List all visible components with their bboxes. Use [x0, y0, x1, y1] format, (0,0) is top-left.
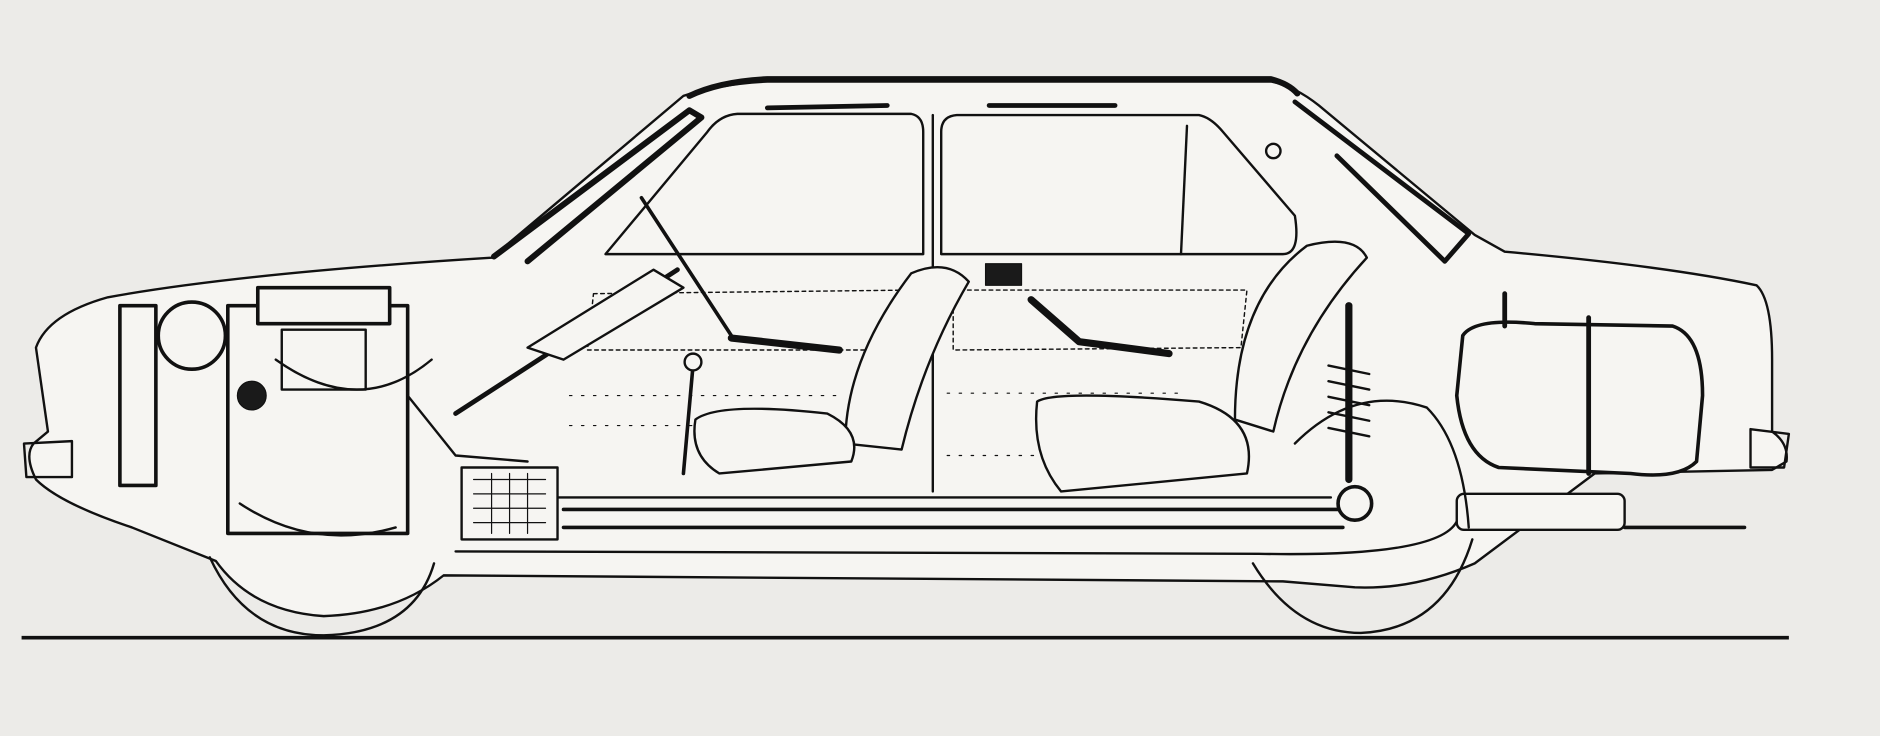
rear-bumper	[1749, 427, 1791, 469]
rear-vent	[984, 263, 1023, 286]
front-side-window	[604, 112, 925, 256]
steering-wheel	[639, 195, 734, 338]
rear-pillar	[1292, 99, 1472, 264]
coil-spring	[1327, 364, 1371, 438]
front-armrest	[727, 334, 843, 354]
a-pillar	[490, 107, 705, 265]
air-filter	[255, 285, 392, 326]
roof-line	[686, 76, 1301, 99]
engine-pipes	[238, 358, 529, 537]
propeller-shaft	[561, 507, 1345, 530]
gearbox-grid	[472, 472, 547, 535]
engine-block	[226, 303, 410, 536]
front-wheel	[208, 556, 436, 637]
valve-cover	[280, 328, 367, 391]
engine-assembly	[118, 285, 559, 541]
gear-lever	[681, 363, 695, 476]
front-seat-back	[844, 266, 970, 451]
front-seat-cushion	[693, 407, 856, 475]
rear-seat-cushion	[1034, 394, 1251, 493]
rear-seat-back	[1233, 240, 1369, 433]
radiator	[118, 303, 158, 488]
rear-side-window	[940, 113, 1298, 256]
rear-door-panel	[952, 289, 1248, 351]
rear-wheel	[1251, 538, 1474, 635]
distributor	[236, 380, 267, 411]
fuel-tank	[1454, 320, 1705, 477]
muffler	[1455, 492, 1626, 532]
expansion-tank	[156, 300, 228, 371]
fuel-cap	[1264, 142, 1282, 160]
rear-wheel-arch	[1293, 399, 1470, 529]
exhaust-pipe	[454, 520, 1458, 556]
rear-hub	[1336, 484, 1374, 523]
rear-window-divider	[1179, 124, 1189, 256]
gear-knob	[683, 352, 703, 372]
front-bumper	[22, 439, 74, 479]
rear-armrest	[1027, 296, 1173, 358]
front-drip-rail	[764, 103, 890, 111]
dashboard	[526, 268, 685, 361]
